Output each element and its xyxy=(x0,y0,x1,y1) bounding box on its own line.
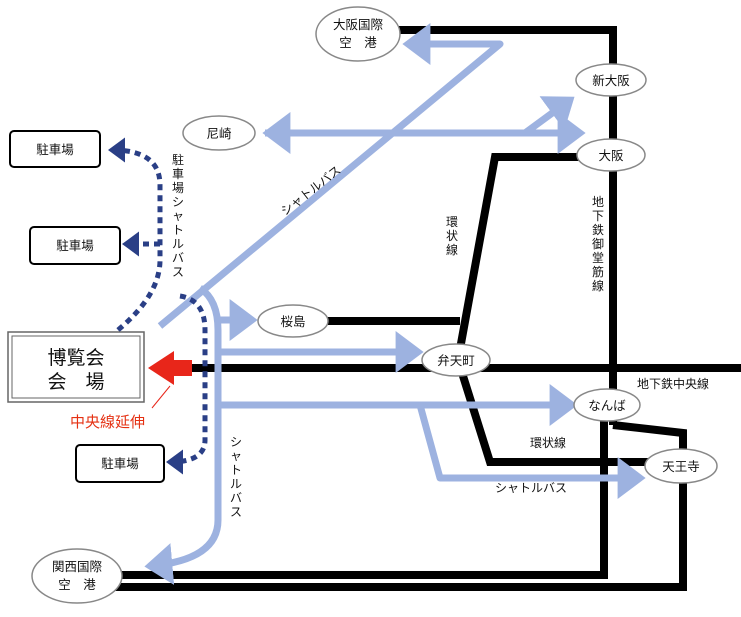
shuttle-to-tennoji xyxy=(416,404,646,499)
venue-label-2: 会 場 xyxy=(47,371,104,393)
kix-airport-label-2: 空 港 xyxy=(339,35,377,50)
chuo-extension-label: 中央線延伸 xyxy=(70,413,145,431)
station-tennoji: 天王寺 xyxy=(644,448,718,484)
venue-label-1: 博覧会 xyxy=(47,347,104,369)
parking-lot-1: 駐車場 xyxy=(9,130,101,168)
parking-route-bottom xyxy=(165,293,208,475)
shuttle-label-vertical: シャトルバス xyxy=(230,435,242,519)
parking-lot-3: 駐車場 xyxy=(75,444,165,483)
station-shin-osaka: 新大阪 xyxy=(575,63,647,97)
tennoji-label: 天王寺 xyxy=(662,459,700,474)
parking-2-label: 駐車場 xyxy=(56,238,94,253)
parking-3-label: 駐車場 xyxy=(101,456,139,471)
shuttle-to-shin-osaka xyxy=(522,96,575,136)
osaka-label: 大阪 xyxy=(598,148,624,163)
kansai-airport-line xyxy=(112,410,608,579)
midosuji-line xyxy=(360,26,617,425)
station-kix-airport: 大阪国際 空 港 xyxy=(315,6,401,62)
shuttle-label-bottom: シャトルバス xyxy=(495,481,567,495)
midosuji-south xyxy=(112,421,687,591)
loop-line-label-upper: 環状線 xyxy=(446,215,458,257)
chuo-line-label: 地下鉄中央線 xyxy=(637,376,709,391)
parking-shuttle-label: 駐車場シャトルバス xyxy=(172,152,184,279)
chuo-extension-arrow xyxy=(148,351,192,385)
station-namba: なんば xyxy=(573,388,641,422)
bentencho-label: 弁天町 xyxy=(437,353,475,368)
amagasaki-label: 尼崎 xyxy=(206,126,232,141)
rail-lines xyxy=(112,26,741,591)
parking-shuttle-routes xyxy=(107,137,208,475)
namba-label: なんば xyxy=(588,398,626,413)
kansai-airport-label-2: 空 港 xyxy=(58,577,96,592)
station-amagasaki: 尼崎 xyxy=(182,115,256,151)
extension-leader-line xyxy=(151,385,171,409)
station-sakurajima: 桜島 xyxy=(257,304,329,338)
parking-lot-2: 駐車場 xyxy=(29,226,121,265)
parking-1-label: 駐車場 xyxy=(36,142,74,157)
station-osaka: 大阪 xyxy=(576,138,646,172)
shuttle-label-top: シャトルバス xyxy=(278,163,343,218)
parking-route-top xyxy=(107,137,163,332)
shin-osaka-label: 新大阪 xyxy=(592,73,630,88)
station-kansai-airport: 関西国際 空 港 xyxy=(31,548,123,604)
station-bentencho: 弁天町 xyxy=(421,343,491,377)
shuttle-to-kansai-airport xyxy=(144,285,222,585)
loop-line-label-lower: 環状線 xyxy=(530,435,566,450)
sakurajima-label: 桜島 xyxy=(280,314,305,329)
shuttle-to-osaka-airport xyxy=(157,23,504,329)
kix-airport-label-1: 大阪国際 xyxy=(333,17,384,32)
loop-line-east xyxy=(453,153,668,466)
shuttle-routes xyxy=(144,23,646,585)
kansai-airport-label-1: 関西国際 xyxy=(52,559,103,574)
midosuji-line-label: 地下鉄御堂筋線 xyxy=(592,195,604,293)
expo-venue: 博覧会 会 場 xyxy=(7,331,145,403)
